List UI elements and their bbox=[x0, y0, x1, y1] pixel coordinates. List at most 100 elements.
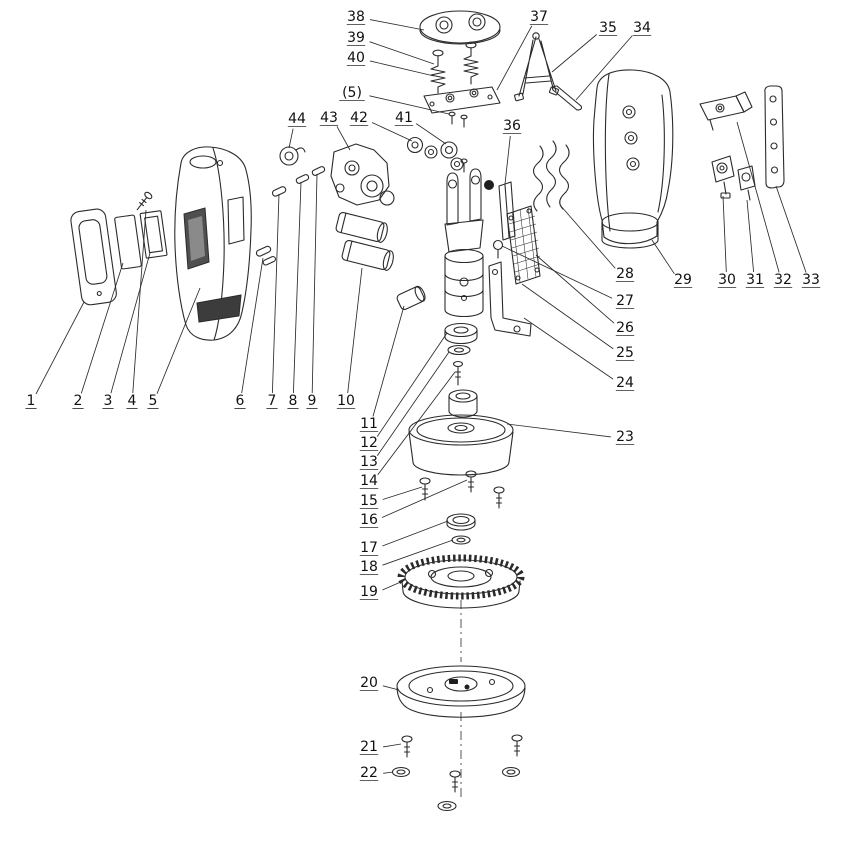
part-number-label: 23 bbox=[616, 429, 634, 445]
part-30-bracket bbox=[711, 155, 735, 199]
leader-line bbox=[110, 252, 151, 394]
part-callout-38: 38 bbox=[346, 9, 425, 31]
part-number-label: 15 bbox=[360, 493, 378, 509]
part-number-label: 27 bbox=[616, 293, 634, 309]
leader-line bbox=[311, 173, 318, 394]
leader-line bbox=[383, 743, 402, 748]
leader-line bbox=[575, 35, 633, 101]
part-pin-6 bbox=[255, 245, 277, 266]
part-callout-15: 15 bbox=[359, 486, 423, 509]
part-number-label: 7 bbox=[268, 393, 277, 409]
part-callout-14: 14 bbox=[359, 371, 456, 489]
leader-line bbox=[559, 204, 616, 269]
part-number-label: 32 bbox=[774, 272, 792, 288]
part-pin-7 bbox=[271, 186, 287, 197]
part-front-housing bbox=[174, 146, 252, 341]
leader-line bbox=[35, 301, 85, 395]
part-number-label: 29 bbox=[674, 272, 692, 288]
part-number-label: 26 bbox=[616, 320, 634, 336]
part-callout-28: 28 bbox=[559, 204, 635, 282]
part-31-bracket bbox=[737, 165, 756, 201]
part-center-screw bbox=[449, 770, 461, 793]
part-number-label: 13 bbox=[360, 454, 378, 470]
leader-line bbox=[376, 332, 448, 437]
part-18-washer bbox=[451, 535, 471, 545]
part-number-label: 33 bbox=[802, 272, 820, 288]
part-number-label: 25 bbox=[616, 345, 634, 361]
leader-line bbox=[504, 135, 511, 185]
part-callout-25: 25 bbox=[521, 283, 635, 361]
part-callout-27: 27 bbox=[501, 245, 635, 309]
part-callout-24: 24 bbox=[523, 317, 635, 391]
part-number-label: 28 bbox=[616, 266, 634, 282]
part-callout-36: 36 bbox=[502, 118, 522, 185]
leader-line bbox=[347, 267, 363, 394]
leader-line bbox=[415, 123, 447, 145]
part-callout-30: 30 bbox=[717, 195, 737, 288]
part-42-washers bbox=[406, 136, 438, 159]
part-23-cup bbox=[408, 414, 514, 476]
part-11-roller bbox=[396, 285, 426, 310]
part-number-label: 2 bbox=[74, 393, 83, 409]
part-number-label: 42 bbox=[350, 110, 368, 126]
part-29-rear-housing bbox=[592, 69, 674, 249]
part-callout-32: 32 bbox=[736, 121, 793, 288]
leader-line bbox=[746, 199, 755, 273]
leader-line bbox=[271, 193, 280, 394]
part-33-strip bbox=[764, 85, 785, 189]
part-38-handle-cover bbox=[419, 10, 501, 45]
part-callout-31: 31 bbox=[745, 199, 765, 288]
part-21-screws bbox=[401, 734, 523, 758]
part-number-label: 4 bbox=[128, 393, 137, 409]
part-number-label: 30 bbox=[718, 272, 736, 288]
part-number-label: 12 bbox=[360, 435, 378, 451]
leader-line bbox=[336, 126, 351, 151]
leader-line bbox=[382, 685, 400, 691]
part-screw-4 bbox=[136, 191, 153, 211]
part-number-label: (5) bbox=[342, 85, 362, 101]
part-number-label: 3 bbox=[104, 393, 113, 409]
part-number-label: 14 bbox=[360, 473, 378, 489]
part-number-label: 40 bbox=[347, 50, 365, 66]
part-41-rings bbox=[440, 141, 464, 171]
part-callout-42: 42 bbox=[349, 110, 413, 142]
part-callout-29: 29 bbox=[651, 239, 693, 288]
part-callout-5: (5) bbox=[339, 85, 450, 115]
leader-line bbox=[156, 287, 201, 394]
part-pendulum-fork bbox=[444, 158, 494, 253]
leader-line bbox=[80, 262, 124, 394]
part-number-label: 44 bbox=[288, 111, 306, 127]
part-39-spring bbox=[430, 49, 446, 94]
part-callout-22: 22 bbox=[359, 765, 394, 781]
leader-line bbox=[775, 185, 807, 273]
part-callout-5: 5 bbox=[147, 287, 201, 409]
part-gasket bbox=[114, 214, 142, 270]
part-callout-37: 37 bbox=[496, 9, 549, 91]
part-callout-23: 23 bbox=[506, 423, 635, 445]
part-number-label: 36 bbox=[503, 118, 521, 134]
part-43-bracket bbox=[330, 143, 395, 206]
part-13-washer bbox=[447, 344, 471, 356]
leader-line bbox=[369, 60, 435, 77]
part-callout-16: 16 bbox=[359, 479, 468, 528]
leader-line bbox=[241, 257, 264, 394]
part-number-label: 37 bbox=[530, 9, 548, 25]
part-number-label: 16 bbox=[360, 512, 378, 528]
leader-line bbox=[372, 305, 405, 417]
leader-line bbox=[288, 128, 294, 149]
part-bearing-sleeve bbox=[448, 389, 478, 418]
part-callout-1: 1 bbox=[25, 301, 85, 409]
part-12-pulley bbox=[444, 322, 478, 345]
part-callout-33: 33 bbox=[775, 185, 821, 288]
part-number-label: 21 bbox=[360, 739, 378, 755]
leader-line bbox=[377, 371, 456, 476]
leader-line bbox=[521, 283, 614, 350]
part-number-label: 5 bbox=[149, 393, 158, 409]
part-28-wires bbox=[532, 140, 570, 212]
leader-line bbox=[501, 245, 613, 299]
part-32-plate bbox=[699, 91, 753, 131]
leader-line bbox=[369, 95, 450, 115]
leader-line bbox=[496, 25, 533, 91]
part-35-frame bbox=[514, 32, 560, 102]
part-callout-4: 4 bbox=[126, 209, 147, 409]
